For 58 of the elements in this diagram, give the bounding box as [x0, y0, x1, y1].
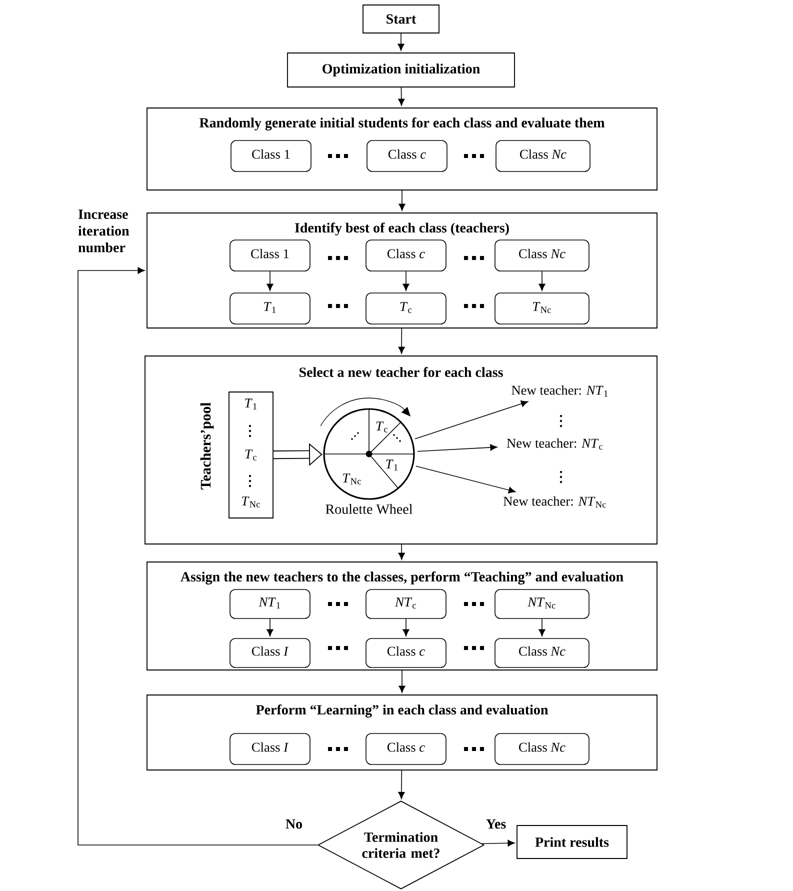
- arrow: [266, 618, 274, 636]
- class-box: Class 1: [230, 240, 310, 272]
- loop-label: Increase iteration number: [78, 210, 130, 252]
- class-box: NT$_{1}$: [230, 589, 310, 619]
- pool-entry: T$_{c}$: [245, 450, 257, 460]
- edge-label: No: [284, 818, 304, 830]
- panel-heading: Identify best of each class (teachers): [294, 222, 509, 236]
- arrow: [266, 271, 274, 291]
- arrow: [538, 618, 546, 636]
- arrow: [398, 770, 405, 799]
- result-text: New teacher: NT$_{1}$: [512, 385, 608, 397]
- class-box: Class Nc: [494, 638, 590, 668]
- wheel-sector-label: T$_{Nc}$: [343, 474, 361, 484]
- edge-label: Yes: [484, 818, 508, 830]
- process-box: Start: [362, 4, 440, 34]
- class-box: Class I: [230, 638, 310, 668]
- process-box: Print results: [516, 825, 628, 859]
- result-text: New teacher: NT$_{Nc}$: [504, 496, 606, 508]
- class-box: Class Nc: [494, 240, 590, 272]
- result-text: New teacher: NT$_{c}$: [506, 438, 603, 450]
- class-box: NT$_{c}$: [366, 589, 446, 619]
- arrow: [398, 544, 405, 560]
- class-box: Class I: [230, 733, 310, 765]
- class-box: NT$_{Nc}$: [494, 589, 590, 619]
- panel-heading: Perform “Learning” in each class and evaluation: [256, 704, 548, 718]
- arrow: [398, 87, 405, 106]
- class-box: Class 1: [230, 140, 312, 172]
- class-box: Class c: [366, 733, 446, 765]
- class-box: Class Nc: [494, 733, 590, 765]
- arrow: [538, 271, 546, 291]
- panel-heading: Randomly generate initial students for each class and evaluate them: [199, 118, 605, 130]
- panel-heading: Select a new teacher for each class: [300, 367, 503, 377]
- class-box: Class c: [366, 140, 448, 172]
- class-box: Class c: [366, 638, 446, 668]
- arrow: [414, 400, 528, 440]
- wheel-sector-label: T$_{c}$: [376, 422, 388, 432]
- class-box: Class Nc: [496, 140, 590, 172]
- arrow: [481, 840, 515, 846]
- class-box: T$_{c}$: [366, 292, 446, 324]
- class-box: Class c: [366, 240, 446, 272]
- arrow: [398, 328, 405, 354]
- class-box: T$_{Nc}$: [494, 292, 590, 324]
- wheel-sector-label: T$_{1}$: [386, 460, 398, 470]
- arrow: [78, 267, 318, 846]
- pool-entry: T$_{1}$: [245, 398, 257, 410]
- arrow: [398, 33, 404, 51]
- arrow: [402, 271, 410, 291]
- arrow: [398, 190, 406, 211]
- pool-entry: T$_{Nc}$: [242, 496, 260, 508]
- arrow: [402, 618, 410, 636]
- node-label: Teachers’pool: [200, 402, 214, 490]
- arrow: [416, 466, 516, 494]
- process-box: Optimization initialization: [287, 52, 515, 88]
- arrow: [398, 670, 406, 693]
- panel-heading: Assign the new teachers to the classes, perform “Teaching” and evaluation: [180, 572, 624, 584]
- arrow: [417, 444, 498, 452]
- node-label: Roulette Wheel: [326, 504, 412, 514]
- class-box: T$_{1}$: [230, 292, 310, 324]
